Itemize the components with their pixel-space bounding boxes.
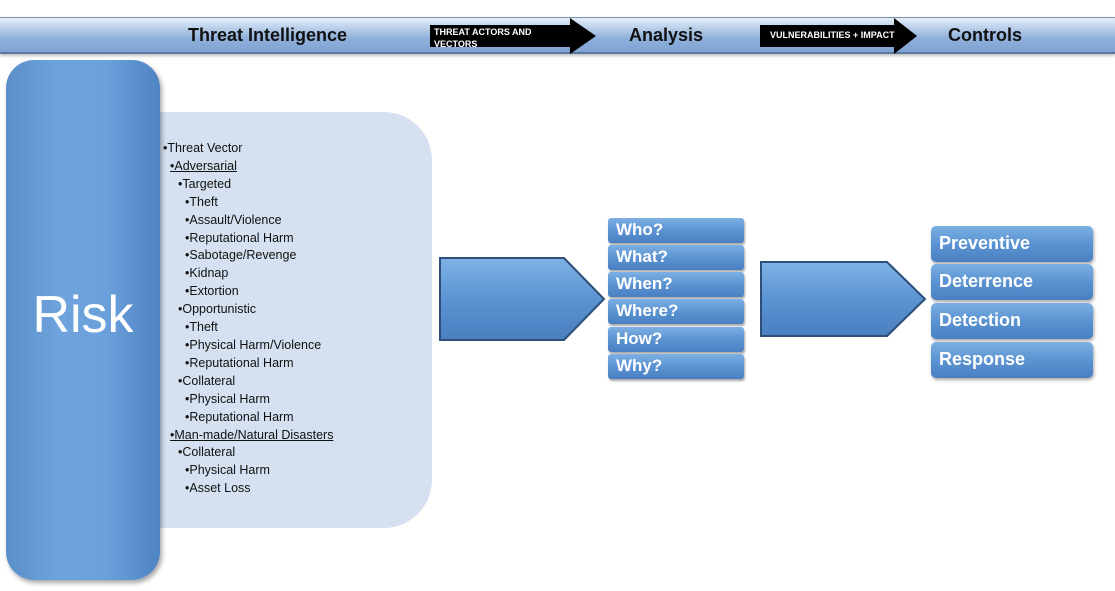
threat-list-item: •Extortion (185, 284, 239, 299)
stage-analysis: Analysis (629, 25, 704, 45)
threat-list-item: •Threat Vector (163, 141, 243, 155)
process-banner: Threat Intelligence THREAT ACTORS AND VE… (0, 17, 1115, 54)
threat-list-item: •Collateral (178, 373, 236, 388)
question-box: What? (608, 245, 744, 270)
threat-list-item: •Theft (185, 320, 218, 335)
question-box: How? (608, 327, 744, 352)
threat-list-item: •Opportunistic (178, 302, 257, 317)
threat-list-item: •Sabotage/Revenge (185, 248, 297, 263)
threat-list-item: •Kidnap (185, 266, 229, 281)
stage-controls: Controls (948, 25, 1022, 45)
question-box: Why? (608, 354, 744, 379)
arrow-vulnerabilities-label: VULNERABILITIES + IMPACT (770, 30, 895, 40)
question-box: Where? (608, 299, 744, 324)
arrow-vulnerabilities: VULNERABILITIES + IMPACT (760, 18, 917, 55)
threat-list-item: •Physical Harm/Violence (185, 337, 322, 352)
black-arrow-icon (430, 18, 596, 54)
control-box: Detection (931, 303, 1093, 339)
risk-label: Risk (32, 286, 134, 344)
threat-list-item: •Adversarial (170, 158, 237, 173)
threat-list-item: •Reputational Harm (185, 355, 294, 370)
threat-list-item: •Asset Loss (185, 481, 251, 496)
threat-list-item: •Reputational Harm (185, 409, 294, 424)
threat-vector-panel (110, 112, 432, 528)
risk-pillar: Risk (6, 60, 160, 580)
threat-list-item: •Physical Harm (185, 391, 270, 406)
stage-threat-intelligence: Threat Intelligence (188, 25, 348, 45)
chevron-arrow-icon (439, 257, 606, 341)
threat-list-item: •Man-made/Natural Disasters (170, 427, 334, 442)
threat-list-item: •Reputational Harm (185, 230, 294, 245)
question-box: When? (608, 272, 744, 297)
threat-list-item: •Collateral (178, 445, 236, 460)
threat-list-item: •Theft (185, 194, 218, 209)
control-box: Preventive (931, 226, 1093, 262)
threat-list-item: •Physical Harm (185, 463, 270, 478)
arrow-threat-actors-label: THREAT ACTORS AND VECTORS (434, 27, 532, 49)
threat-vector-list: •Threat Vector •Adversarial •Targeted •Thef… (163, 140, 333, 498)
control-box: Deterrence (931, 264, 1093, 300)
question-box: Who? (608, 218, 744, 243)
arrow-threat-actors: THREAT ACTORS AND VECTORS (430, 18, 596, 55)
chevron-arrow-icon (760, 261, 927, 337)
threat-list-item: •Targeted (178, 176, 232, 191)
black-arrow-icon (760, 18, 917, 54)
threat-list-item: •Assault/Violence (185, 212, 282, 227)
control-box: Response (931, 342, 1093, 378)
